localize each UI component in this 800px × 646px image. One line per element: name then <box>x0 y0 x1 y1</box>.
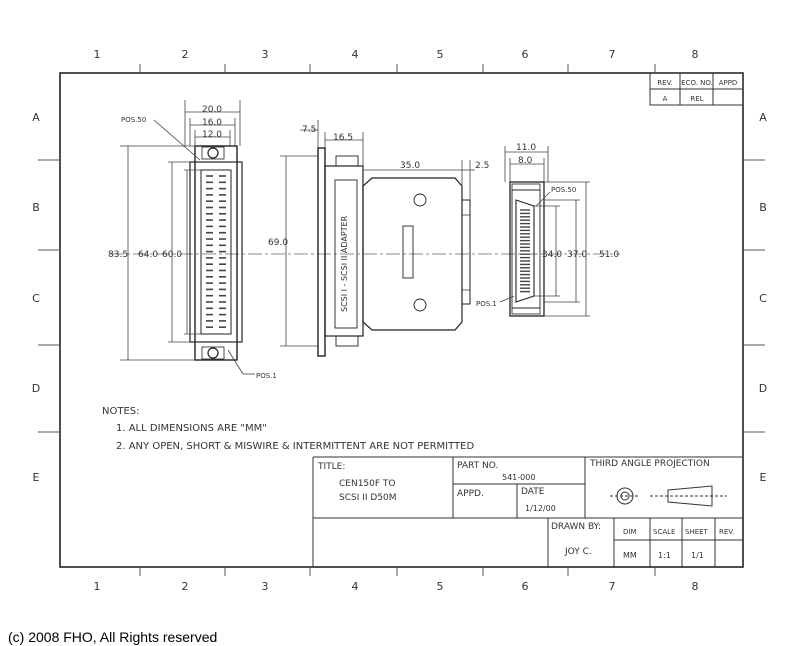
row-label-left: A <box>32 111 40 124</box>
appd-header: APPD <box>719 79 738 87</box>
col-label-bottom: 1 <box>94 580 101 593</box>
column-labels: 1 2 3 4 5 6 7 8 1 2 3 4 5 6 7 8 <box>94 48 699 593</box>
dim-value: MM <box>623 551 637 560</box>
eco-value: REL <box>690 95 703 103</box>
col-label-bottom: 3 <box>262 580 269 593</box>
row-label-right: A <box>759 111 767 124</box>
col-label-top: 2 <box>182 48 189 61</box>
col-label-bottom: 7 <box>609 580 616 593</box>
col-label-bottom: 5 <box>437 580 444 593</box>
row-label-right: E <box>760 471 767 484</box>
row-label-left: B <box>32 201 40 214</box>
col-label-bottom: 6 <box>522 580 529 593</box>
dim-side-tip: 2.5 <box>475 161 489 171</box>
row-label-left: E <box>33 471 40 484</box>
dim-side-body: 16.5 <box>333 133 353 143</box>
eco-header: ECO. NO. <box>681 79 713 87</box>
part-value: 541-000 <box>502 473 535 482</box>
note-2: 2. ANY OPEN, SHORT & MISWIRE & INTERMITT… <box>116 441 474 452</box>
dim-left-height-b: 60.0 <box>162 250 182 260</box>
col-label-top: 8 <box>692 48 699 61</box>
row-labels: A B C D E A B C D E <box>32 111 767 484</box>
left-pos50-label: POS.50 <box>121 116 146 124</box>
dim-side-length: 35.0 <box>400 161 420 171</box>
scale-label: SCALE <box>653 528 675 536</box>
notes: NOTES: 1. ALL DIMENSIONS ARE "MM" 2. ANY… <box>102 406 474 452</box>
drawn-label: DRAWN BY: <box>551 522 601 532</box>
date-value: 1/12/00 <box>525 504 556 513</box>
col-label-top: 3 <box>262 48 269 61</box>
right-pos1-label: POS.1 <box>476 300 497 308</box>
drawing-frame <box>59 72 744 568</box>
title-label: TITLE: <box>317 462 345 472</box>
row-label-left: C <box>32 292 40 305</box>
dim-left-top-mid: 16.0 <box>202 118 222 128</box>
left-view-dimensions <box>120 100 255 375</box>
left-connector-view <box>189 145 243 361</box>
right-connector-view <box>509 181 545 317</box>
projection-symbol-icon <box>610 485 727 507</box>
notes-heading: NOTES: <box>102 406 140 417</box>
rev-value: A <box>663 95 668 103</box>
drawn-value: JOY C. <box>564 547 592 557</box>
dim-right-h2: 37.0 <box>567 250 587 260</box>
dim-side-flange: 7.5 <box>302 125 316 135</box>
note-1: 1. ALL DIMENSIONS ARE "MM" <box>116 423 267 434</box>
col-label-top: 7 <box>609 48 616 61</box>
col-label-bottom: 4 <box>352 580 359 593</box>
title-line-1: CEN150F TO <box>339 479 396 489</box>
adapter-side-view <box>317 147 471 357</box>
dim-right-outer: 11.0 <box>516 143 536 153</box>
row-label-left: D <box>32 382 40 395</box>
col-label-bottom: 2 <box>182 580 189 593</box>
sheet-label: SHEET <box>685 528 709 536</box>
projection-label: THIRD ANGLE PROJECTION <box>589 459 710 469</box>
title-block <box>312 456 743 567</box>
col-label-top: 5 <box>437 48 444 61</box>
side-view-dimensions <box>280 120 475 347</box>
row-label-right: B <box>759 201 767 214</box>
col-label-top: 4 <box>352 48 359 61</box>
col-label-top: 1 <box>94 48 101 61</box>
dim-label: DIM <box>623 528 637 536</box>
date-label: DATE <box>521 487 545 497</box>
right-view-dimensions <box>499 146 590 317</box>
dim-right-h3: 51.0 <box>599 250 619 260</box>
dim-side-height: 69.0 <box>268 238 288 248</box>
part-label: PART NO. <box>457 461 498 471</box>
dim-left-top-outer: 20.0 <box>202 105 222 115</box>
copyright-text: (c) 2008 FHO, All Rights reserved <box>8 629 218 645</box>
sheet-value: 1/1 <box>691 551 704 560</box>
appd-label: APPD. <box>457 489 484 499</box>
adapter-label: SCSI I - SCSI II ADAPTER <box>340 215 349 312</box>
dim-left-height-a: 64.0 <box>138 250 158 260</box>
dim-right-inner: 8.0 <box>518 156 533 166</box>
revision-block: REV. ECO. NO. APPD A REL <box>649 72 744 106</box>
row-label-right: C <box>759 292 767 305</box>
row-label-right: D <box>759 382 767 395</box>
dim-right-h1: 34.0 <box>542 250 562 260</box>
col-label-top: 6 <box>522 48 529 61</box>
dim-left-total-height: 83.5 <box>108 250 128 260</box>
col-label-bottom: 8 <box>692 580 699 593</box>
scale-value: 1:1 <box>658 551 671 560</box>
rev-label: REV. <box>719 528 734 536</box>
right-pos50-label: POS.50 <box>551 186 576 194</box>
left-pos1-label: POS.1 <box>256 372 277 380</box>
title-line-2: SCSI II D50M <box>339 493 397 503</box>
dim-left-top-inner: 12.0 <box>202 130 222 140</box>
rev-header: REV. <box>657 79 672 87</box>
